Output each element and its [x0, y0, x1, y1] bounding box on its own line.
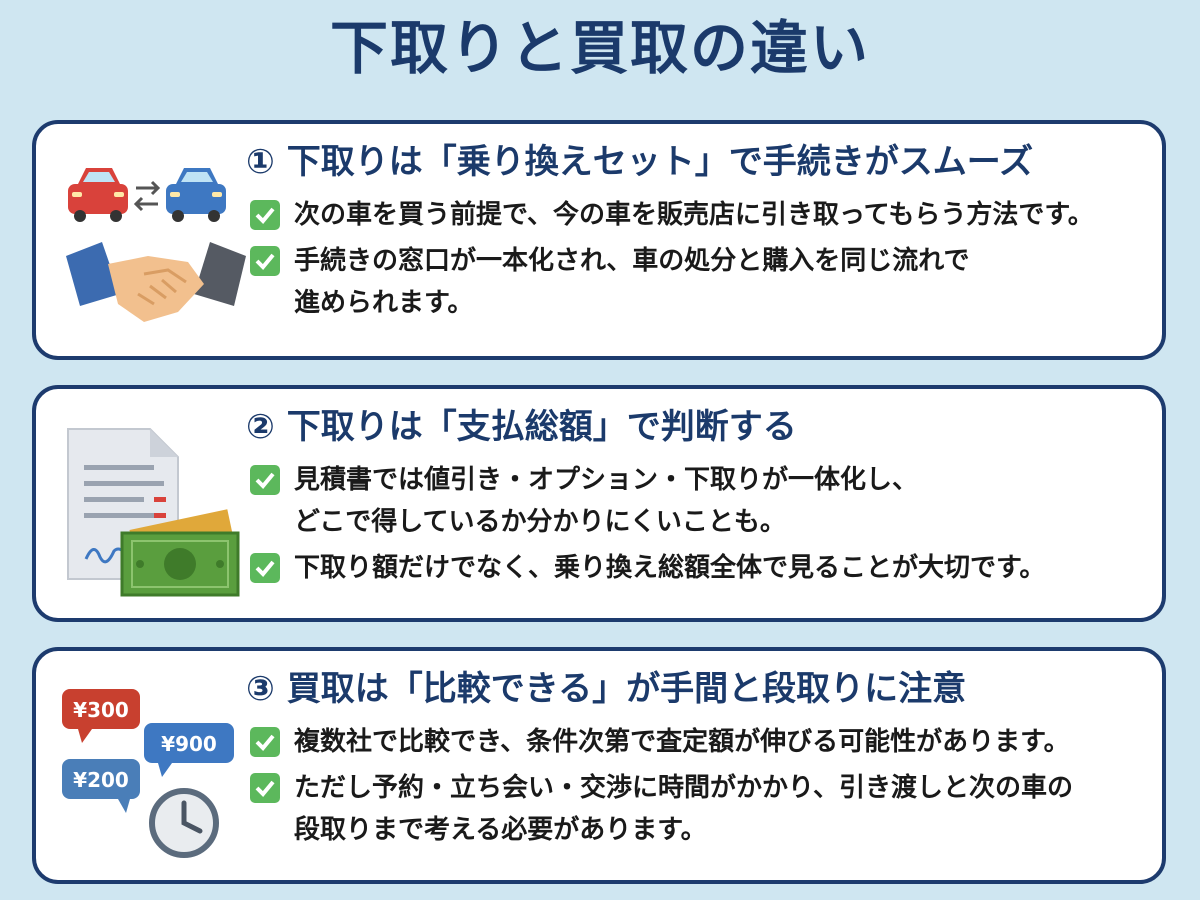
- card-heading: ② 下取りは「支払総額」で判断する: [246, 399, 1146, 455]
- check-icon: [250, 727, 280, 757]
- card-number: ③: [246, 669, 275, 709]
- card-heading-text: 下取りは「乗り換えセット」で手続きがスムーズ: [286, 142, 1034, 182]
- item-text: 下取り額だけでなく、乗り換え総額全体で見ることが大切です。: [294, 553, 1046, 583]
- document-and-money-icon: [58, 409, 258, 609]
- list-item: 手続きの窓口が一本化され、車の処分と購入を同じ流れで 進められます。: [246, 240, 1146, 324]
- item-text: 段取りまで考える必要があります。: [294, 815, 707, 845]
- item-text: どこで得しているか分かりにくいことも。: [294, 507, 786, 537]
- card-trade-in-procedure: ① 下取りは「乗り換えセット」で手続きがスムーズ 次の車を買う前提で、今の車を販売…: [32, 120, 1166, 360]
- cars-exchange-handshake-icon: [58, 144, 258, 344]
- card-heading: ① 下取りは「乗り換えセット」で手続きがスムーズ: [246, 134, 1146, 190]
- card-number: ①: [246, 142, 275, 182]
- list-item: 複数社で比較でき、条件次第で査定額が伸びる可能性があります。: [246, 721, 1146, 763]
- card-number: ②: [246, 407, 275, 447]
- list-item: ただし予約・立ち会い・交渉に時間がかかり、引き渡しと次の車の 段取りまで考える必…: [246, 767, 1146, 851]
- item-text: ただし予約・立ち会い・交渉に時間がかかり、引き渡しと次の車の: [294, 773, 1073, 803]
- item-text: 手続きの窓口が一本化され、車の処分と購入を同じ流れで: [294, 246, 970, 276]
- check-icon: [250, 200, 280, 230]
- check-icon: [250, 246, 280, 276]
- list-item: 次の車を買う前提で、今の車を販売店に引き取ってもらう方法です。: [246, 194, 1146, 236]
- item-text: 進められます。: [294, 288, 474, 318]
- check-icon: [250, 465, 280, 495]
- card-purchase-comparison: ¥300 ¥900 ¥200 ③ 買取は「比較できる」が手間と段取りに注意 複数社…: [32, 647, 1166, 884]
- check-icon: [250, 553, 280, 583]
- price-bubble-label: ¥200: [73, 768, 129, 792]
- card-heading-text: 買取は「比較できる」が手間と段取りに注意: [286, 669, 967, 709]
- list-item: 見積書では値引き・オプション・下取りが一体化し、 どこで得しているか分かりにくい…: [246, 459, 1146, 543]
- page-title: 下取りと買取の違い: [329, 14, 870, 82]
- list-item: 下取り額だけでなく、乗り換え総額全体で見ることが大切です。: [246, 547, 1146, 589]
- check-icon: [250, 773, 280, 803]
- item-text: 複数社で比較でき、条件次第で査定額が伸びる可能性があります。: [294, 727, 1070, 757]
- card-heading: ③ 買取は「比較できる」が手間と段取りに注意: [246, 661, 1146, 717]
- card-heading-text: 下取りは「支払総額」で判断する: [286, 407, 797, 447]
- price-bubble-label: ¥300: [73, 698, 129, 722]
- price-bubbles-clock-icon: ¥300 ¥900 ¥200: [58, 671, 258, 871]
- item-text: 次の車を買う前提で、今の車を販売店に引き取ってもらう方法です。: [294, 200, 1094, 230]
- price-bubble-label: ¥900: [161, 732, 217, 756]
- card-total-payment: ② 下取りは「支払総額」で判断する 見積書では値引き・オプション・下取りが一体化し…: [32, 385, 1166, 622]
- item-text: 見積書では値引き・オプション・下取りが一体化し、: [294, 465, 919, 495]
